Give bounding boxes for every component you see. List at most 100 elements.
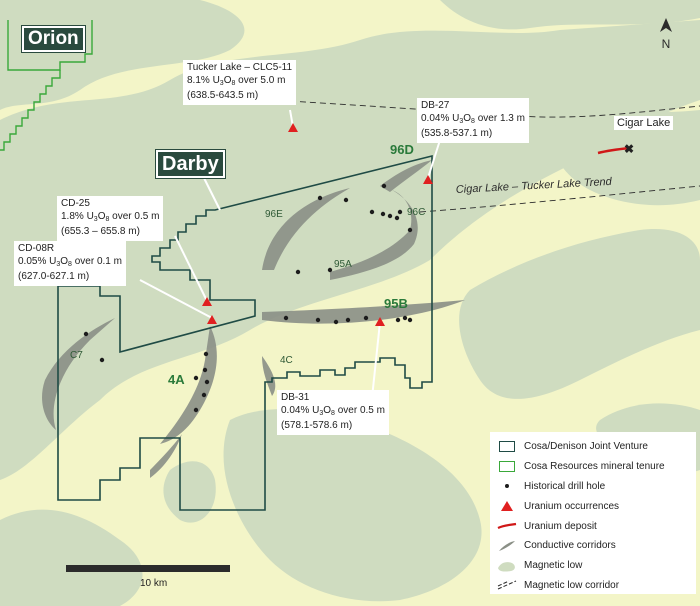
drill-hole-marker	[202, 367, 208, 373]
legend: Cosa/Denison Joint Venture Cosa Resource…	[490, 432, 696, 594]
drill-hole-marker	[407, 317, 413, 323]
callout-depth: (578.1-578.6 m)	[281, 420, 353, 431]
magnetic-low-patch	[551, 110, 700, 206]
callout-title: DB-31	[281, 392, 310, 403]
drill-hole-marker	[193, 375, 199, 381]
drill-hole-marker	[317, 195, 323, 201]
drill-hole-marker	[295, 269, 301, 275]
corridor-label-96d: 96D	[390, 142, 414, 157]
uranium-occurrence-marker	[423, 175, 433, 184]
jv-outline	[57, 154, 433, 511]
leader-cd25	[174, 235, 208, 302]
red-line-icon	[496, 519, 518, 533]
magnetic-low-patch	[459, 229, 700, 399]
scale-bar-line	[66, 565, 230, 572]
cigar-lake-deposit: ✖	[597, 142, 634, 156]
drill-hole-marker	[369, 209, 375, 215]
callout-grade: 0.05% U3O8 over 0.1 m	[18, 255, 122, 268]
uranium-occurrences	[202, 123, 433, 326]
magnetic-low-patch	[0, 509, 143, 606]
callout-tucker-lake: Tucker Lake – CLC5-11 8.1% U3O8 over 5.0…	[183, 60, 297, 105]
callout-grade: 8.1% U3O8 over 5.0 m	[187, 74, 286, 87]
callout-cd25: CD-25 1.8% U3O8 over 0.5 m (655.3 – 655.…	[57, 196, 164, 241]
tenure-box-icon	[496, 460, 518, 474]
corridor-c7	[42, 318, 116, 430]
drill-hole-marker	[99, 357, 105, 363]
drill-hole-marker	[283, 315, 289, 321]
corridor-label-96c: 96C	[407, 207, 426, 218]
leader-db31	[371, 321, 381, 399]
drill-hole-marker	[397, 209, 403, 215]
drill-hole-marker	[193, 407, 199, 413]
corridor-96e	[262, 188, 350, 270]
drill-hole-marker	[381, 183, 387, 189]
callout-depth: (535.8-537.1 m)	[421, 128, 493, 139]
corridor-label-95a: 95A	[334, 259, 352, 270]
corridor-label-4a: 4A	[168, 372, 185, 387]
callout-db27: DB-27 0.04% U3O8 over 1.3 m (535.8-537.1…	[417, 98, 529, 143]
dot-icon	[496, 479, 518, 493]
callout-depth: (627.0-627.1 m)	[18, 271, 90, 282]
callout-grade: 0.04% U3O8 over 0.5 m	[281, 404, 385, 417]
dashed-line-icon	[496, 578, 518, 592]
legend-item-magnetic-low: Magnetic low	[496, 556, 690, 576]
drill-hole-marker	[201, 392, 207, 398]
corridor-sw	[150, 434, 182, 478]
callout-title: CD-08R	[18, 243, 55, 254]
corridor-label-c7: C7	[70, 350, 83, 361]
legend-item-tenure: Cosa Resources mineral tenure	[496, 457, 690, 477]
legend-item-magnetic-corridor: Magnetic low corridor	[496, 576, 690, 596]
orion-tenure-outline	[7, 20, 93, 71]
corridor-4c	[262, 356, 276, 396]
scale-bar-label: 10 km	[140, 578, 168, 589]
uranium-deposit-line	[597, 146, 631, 155]
north-label: N	[662, 37, 671, 51]
callout-grade: 1.8% U3O8 over 0.5 m	[61, 210, 160, 223]
callout-grade: 0.04% U3O8 over 1.3 m	[421, 112, 525, 125]
callout-leaders	[139, 109, 441, 399]
orion-label: Orion	[22, 26, 85, 52]
uranium-occurrence-marker	[202, 297, 212, 306]
drill-hole-marker	[387, 213, 393, 219]
corridor-96c	[330, 190, 418, 280]
drill-hole-marker	[315, 317, 321, 323]
callout-title: CD-25	[61, 198, 90, 209]
corridor-95b	[262, 300, 465, 324]
drill-hole-marker	[203, 351, 209, 357]
callout-cd08r: CD-08R 0.05% U3O8 over 0.1 m (627.0-627.…	[14, 241, 126, 286]
darby-label: Darby	[156, 150, 225, 178]
magnetic-low-patch	[163, 461, 216, 523]
magnetic-low-patch	[223, 409, 482, 602]
legend-item-jv: Cosa/Denison Joint Venture	[496, 437, 690, 457]
leader-cd08r	[139, 279, 213, 319]
corridor-label-96e: 96E	[265, 209, 283, 220]
callout-title: DB-27	[421, 100, 450, 111]
uranium-occurrence-marker	[288, 123, 298, 132]
legend-item-deposit: Uranium deposit	[496, 516, 690, 536]
leader-db27	[427, 139, 441, 179]
legend-item-corridor: Conductive corridors	[496, 536, 690, 556]
corridor-label-4c: 4C	[280, 355, 293, 366]
corridor-96d	[380, 160, 432, 192]
magnetic-low-patch	[440, 0, 700, 30]
scale-bar	[66, 565, 230, 572]
drill-hole-marker	[343, 197, 349, 203]
drill-hole-marker	[395, 317, 401, 323]
drill-hole-marker	[345, 317, 351, 323]
callout-title: Tucker Lake – CLC5-11	[187, 62, 293, 73]
north-arrow: N	[660, 18, 672, 51]
drill-hole-marker	[327, 267, 333, 273]
drill-hole-marker	[204, 379, 210, 385]
callout-depth: (655.3 – 655.8 m)	[61, 226, 140, 237]
legend-item-drill-hole: Historical drill hole	[496, 477, 690, 497]
cosa-tenure	[0, 20, 93, 151]
triangle-icon	[496, 499, 518, 513]
drill-hole-marker	[407, 227, 413, 233]
drill-hole-marker	[380, 211, 386, 217]
corridor-4a	[160, 326, 217, 444]
magnetic-low-corridor-line	[419, 185, 700, 213]
cigar-lake-label: Cigar Lake	[614, 116, 674, 130]
callout-db31: DB-31 0.04% U3O8 over 0.5 m (578.1-578.6…	[277, 390, 389, 435]
legend-item-occurrence: Uranium occurrences	[496, 496, 690, 516]
